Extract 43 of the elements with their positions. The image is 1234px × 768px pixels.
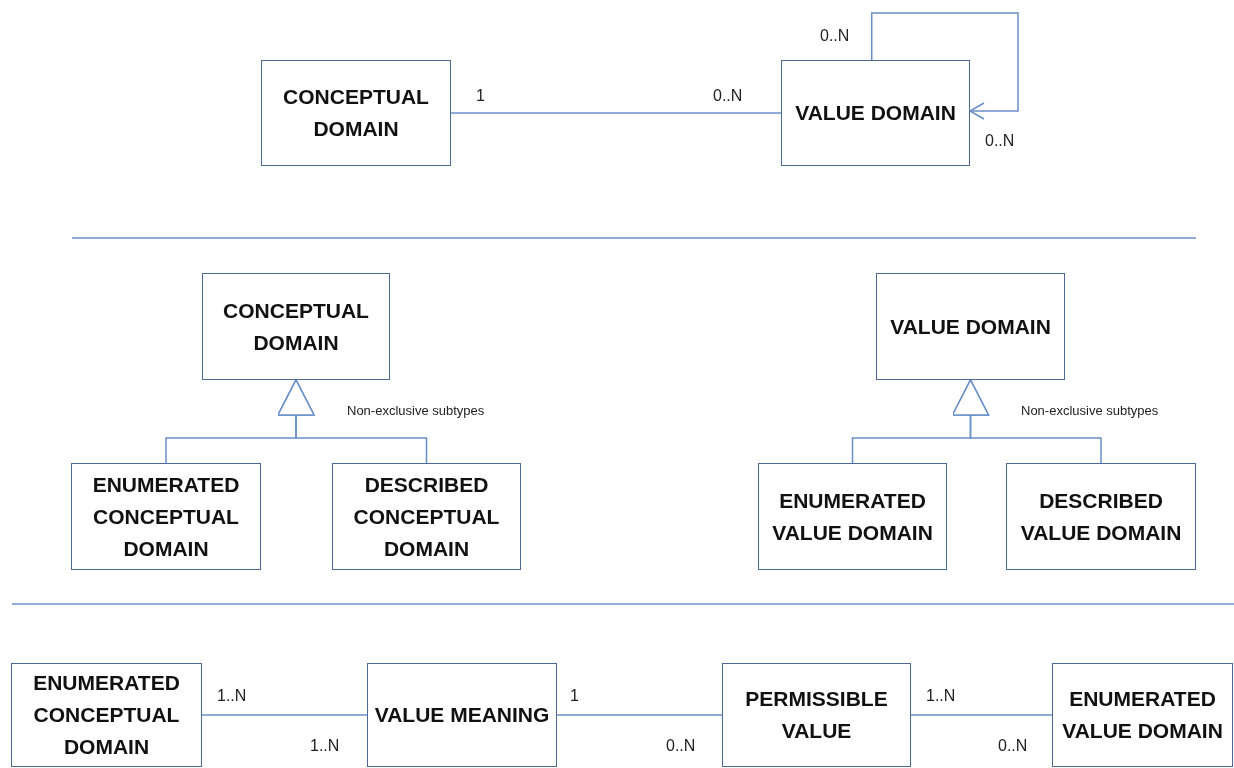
entity-box (1052, 663, 1233, 767)
multiplicity-label: 0..N (666, 736, 696, 756)
multiplicity-label: 1 (476, 86, 485, 106)
multiplicity-label: 1..N (217, 686, 247, 706)
multiplicity-label: 0..N (713, 86, 743, 106)
multiplicity-label: 0..N (998, 736, 1028, 756)
entity-box (367, 663, 557, 767)
entity-name: CONCEPTUAL DOMAIN (222, 297, 370, 356)
entity-box (758, 463, 947, 570)
entity-name: DESCRIBED VALUE DOMAIN (1019, 487, 1183, 546)
constraint-note: Non-exclusive subtypes (1021, 403, 1159, 420)
association-line (450, 112, 782, 114)
entity-box (781, 60, 970, 166)
entity-box (1006, 463, 1196, 570)
entity-name: VALUE MEANING (374, 702, 550, 728)
entity-box (261, 60, 451, 166)
generalization-arrow (951, 379, 1102, 464)
entity-name: ENUMERATED VALUE DOMAIN (1061, 686, 1224, 744)
association-line (556, 714, 723, 716)
entity-name: ENUMERATED VALUE DOMAIN (771, 487, 934, 546)
entity-name: PERMISSIBLE VALUE (744, 686, 889, 744)
multiplicity-label: 1..N (926, 686, 956, 706)
association-line (910, 714, 1053, 716)
generalization-arrow (277, 379, 428, 464)
entity-box (11, 663, 202, 767)
entity-box (332, 463, 521, 570)
entity-name: ENUMERATED CONCEPTUAL DOMAIN (32, 670, 181, 760)
entity-name: VALUE DOMAIN (795, 100, 956, 126)
self-association-arrow (870, 12, 1019, 120)
multiplicity-label: 1..N (310, 736, 340, 756)
entity-name: DESCRIBED CONCEPTUAL DOMAIN (352, 471, 501, 562)
association-line (201, 714, 368, 716)
entity-name: CONCEPTUAL DOMAIN (282, 84, 430, 142)
entity-name: VALUE DOMAIN (890, 313, 1051, 340)
entity-box (876, 273, 1065, 380)
multiplicity-label: 0..N (985, 131, 1015, 151)
entity-box (202, 273, 390, 380)
multiplicity-label: 1 (570, 686, 579, 706)
entity-box (71, 463, 261, 570)
constraint-note: Non-exclusive subtypes (347, 403, 485, 420)
multiplicity-label: 0..N (820, 26, 850, 46)
entity-name: ENUMERATED CONCEPTUAL DOMAIN (91, 471, 241, 562)
entity-box (722, 663, 911, 767)
